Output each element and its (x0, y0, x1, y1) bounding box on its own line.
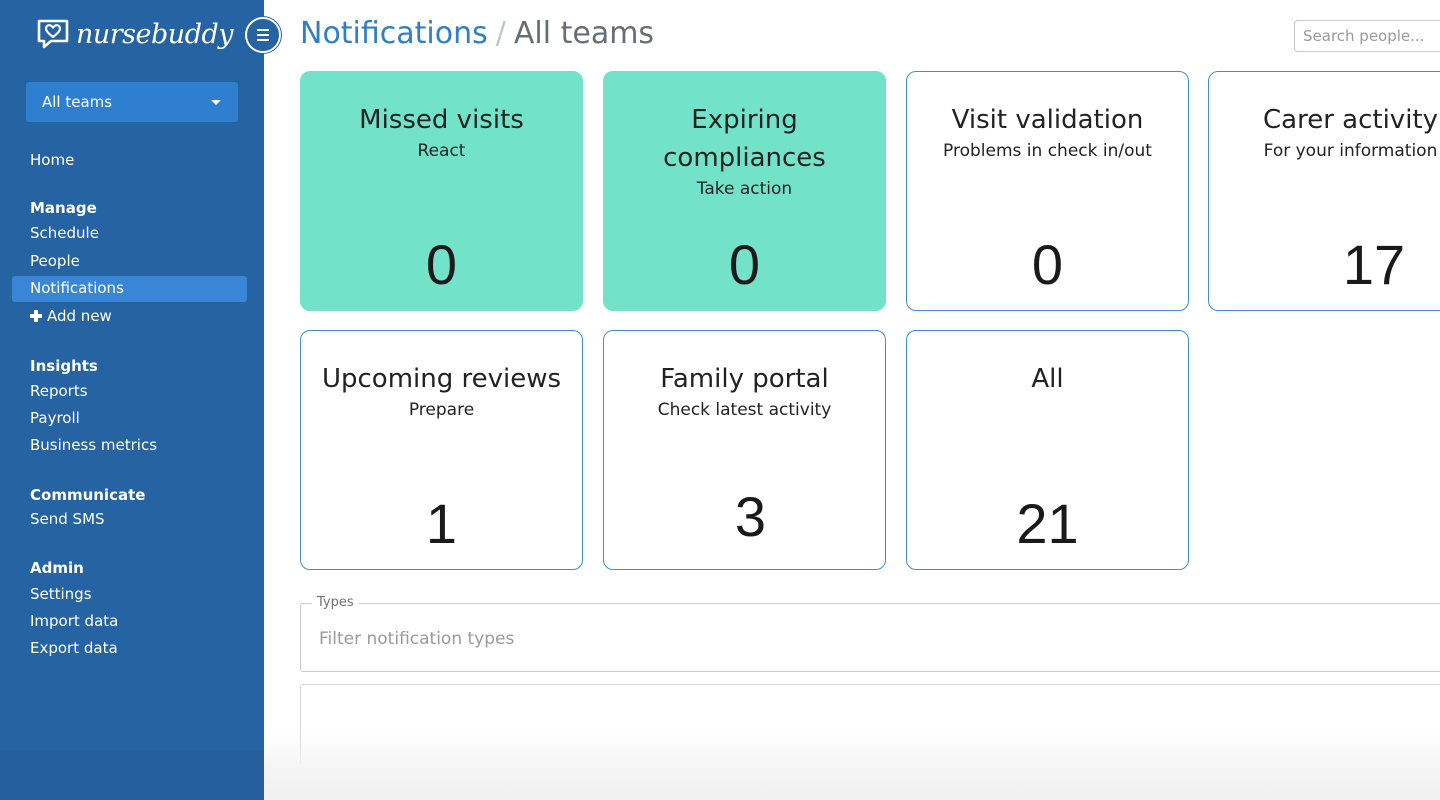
sidebar-item-home[interactable]: Home (30, 151, 75, 169)
card-carer-activity[interactable]: Carer activity For your information 17 (1208, 71, 1440, 311)
team-select[interactable]: All teams (26, 82, 238, 122)
card-count: 3 (734, 485, 767, 548)
types-filter-label: Types (312, 595, 359, 611)
sidebar-item-schedule[interactable]: Schedule (30, 224, 99, 242)
card-missed-visits[interactable]: Missed visits React 0 (300, 71, 583, 311)
card-title: Carer activity (1263, 105, 1438, 135)
breadcrumb-current: All teams (513, 16, 655, 51)
card-upcoming-reviews[interactable]: Upcoming reviews Prepare 1 (300, 330, 583, 570)
brand-logo[interactable]: nursebuddy (36, 16, 234, 52)
heart-chat-icon (37, 19, 69, 49)
card-count: 17 (1342, 233, 1406, 296)
card-subtitle: Prepare (408, 400, 475, 420)
sidebar-item-payroll[interactable]: Payroll (30, 409, 80, 427)
notifications-list (300, 684, 1440, 764)
card-title: Missed visits (359, 105, 524, 135)
card-subtitle: Take action (696, 179, 793, 199)
card-expiring-compliances[interactable]: Expiring compliances Take action 0 (603, 71, 886, 311)
sidebar-item-export-data[interactable]: Export data (30, 639, 118, 657)
sidebar-item-add-new[interactable]: Add new (30, 303, 112, 329)
card-title: All (1031, 364, 1064, 394)
card-count: 1 (425, 492, 458, 555)
card-count: 21 (1016, 492, 1079, 555)
card-count: 0 (1031, 233, 1064, 296)
card-visit-validation[interactable]: Visit validation Problems in check in/ou… (906, 71, 1189, 311)
plus-icon (30, 310, 42, 322)
types-filter: Types (300, 595, 1440, 672)
card-subtitle: Problems in check in/out (943, 141, 1152, 161)
caret-down-icon (211, 100, 221, 105)
nav-heading-insights: Insights (30, 357, 98, 375)
sidebar-item-people[interactable]: People (30, 252, 80, 270)
sidebar: nursebuddy All teams Home Manage Schedul… (0, 0, 264, 800)
card-subtitle: Check latest activity (657, 400, 832, 420)
sidebar-item-notifications[interactable]: Notifications (30, 279, 124, 297)
team-select-value: All teams (42, 93, 113, 111)
menu-toggle-button[interactable] (245, 17, 281, 53)
breadcrumb: Notifications/All teams (300, 14, 654, 54)
nav-heading-communicate: Communicate (30, 486, 146, 504)
bottom-fade (264, 730, 1440, 800)
card-count: 0 (728, 233, 761, 296)
hamburger-icon-bar (257, 39, 269, 41)
add-new-label: Add new (47, 307, 112, 325)
card-all[interactable]: All 21 (906, 330, 1189, 570)
card-count: 0 (425, 233, 458, 296)
active-item-highlight (12, 276, 247, 302)
breadcrumb-notifications-link[interactable]: Notifications (300, 16, 488, 51)
sidebar-footer (0, 750, 264, 800)
brand-name: nursebuddy (76, 18, 234, 50)
card-title: Family portal (660, 364, 829, 394)
card-subtitle: React (417, 141, 466, 161)
types-filter-input[interactable] (317, 624, 1017, 654)
sidebar-item-send-sms[interactable]: Send SMS (30, 510, 105, 528)
card-subtitle: For your information (1263, 141, 1438, 161)
breadcrumb-separator: / (495, 16, 506, 51)
search-people-input[interactable] (1294, 20, 1440, 52)
nav-heading-manage: Manage (30, 199, 97, 217)
hamburger-icon-bar (257, 34, 269, 36)
card-family-portal[interactable]: Family portal Check latest activity 3 (603, 330, 886, 570)
card-title: Upcoming reviews (321, 364, 562, 394)
nav-heading-admin: Admin (30, 559, 84, 577)
sidebar-item-business-metrics[interactable]: Business metrics (30, 436, 158, 454)
card-title: Visit validation (951, 105, 1144, 135)
sidebar-item-reports[interactable]: Reports (30, 382, 88, 400)
sidebar-item-import-data[interactable]: Import data (30, 612, 119, 630)
hamburger-icon-bar (257, 29, 269, 31)
sidebar-item-settings[interactable]: Settings (30, 585, 92, 603)
card-title: Expiring compliances (663, 105, 826, 173)
